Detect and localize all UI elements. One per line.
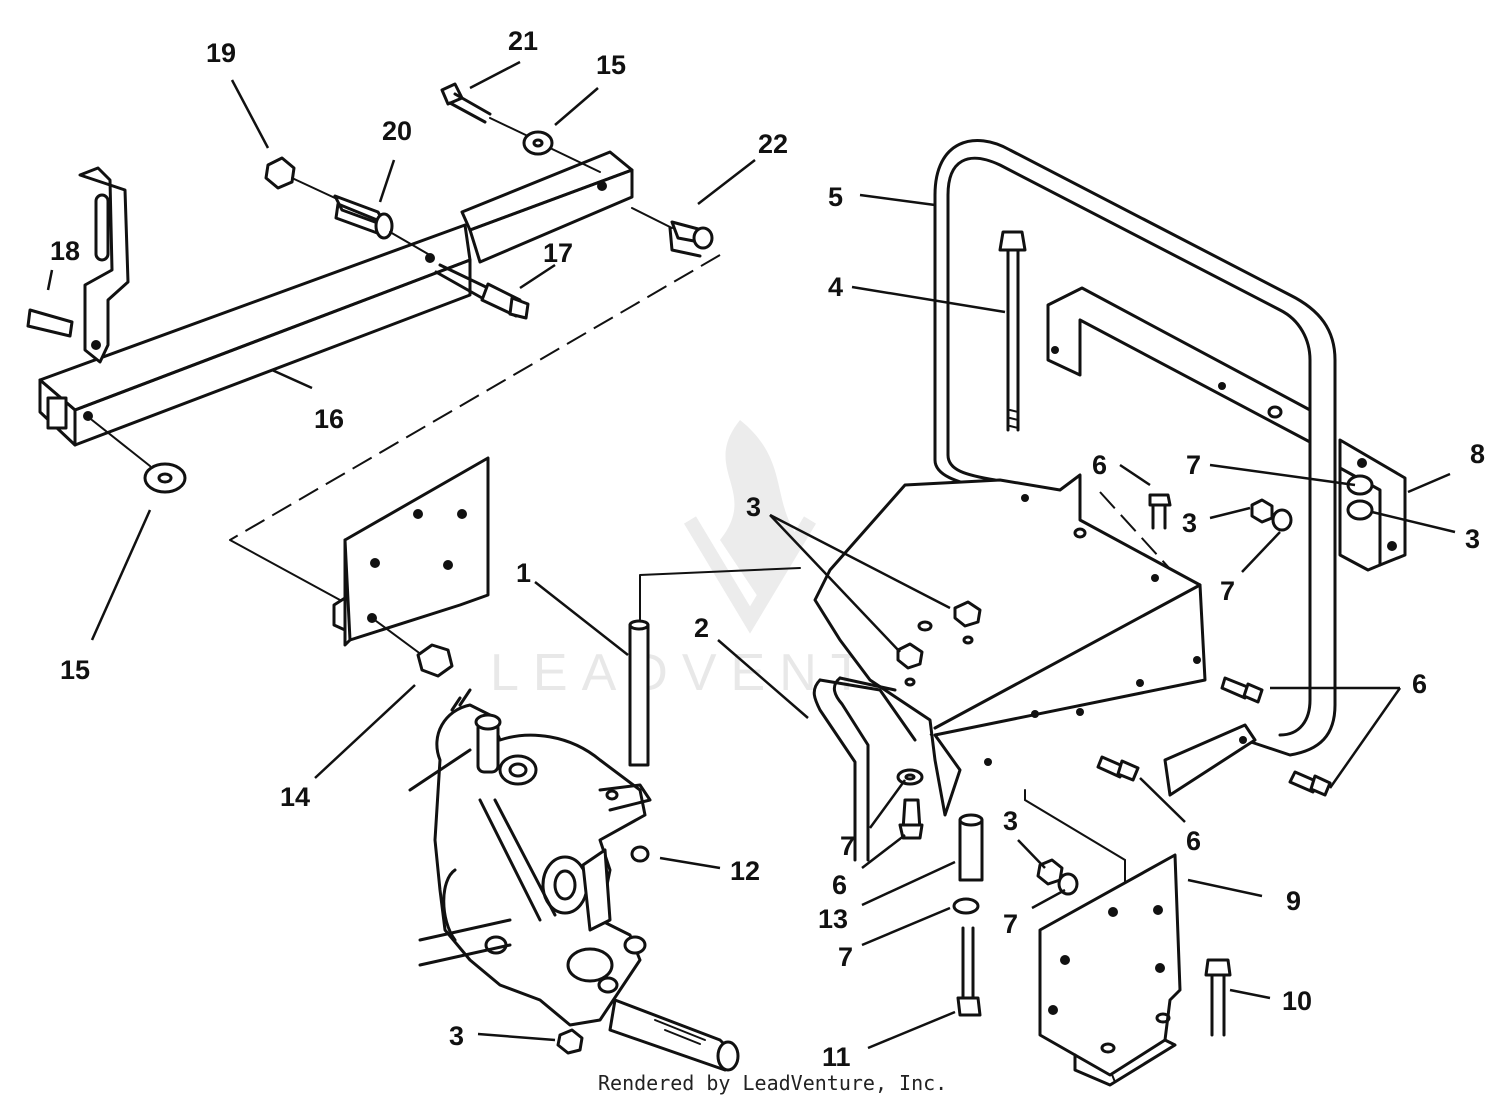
callout-3: 3: [1465, 524, 1480, 554]
callout-10: 10: [1282, 986, 1312, 1016]
callout-7: 7: [1186, 450, 1201, 480]
mount-plate-left: [332, 456, 490, 678]
callout-18: 18: [50, 236, 80, 266]
callout-6: 6: [1092, 450, 1107, 480]
callout-3: 3: [1182, 508, 1197, 538]
callout-3: 3: [746, 492, 761, 522]
callout-8: 8: [1470, 439, 1485, 469]
callout-21: 21: [508, 26, 538, 56]
callout-19: 19: [206, 38, 236, 68]
drawbar-assembly: [26, 82, 714, 494]
callout-7: 7: [840, 831, 855, 861]
callout-20: 20: [382, 116, 412, 146]
callout-15: 15: [596, 50, 626, 80]
callout-17: 17: [543, 238, 573, 268]
callouts: 1 2 3 3 3 3 3 4 5 6 6 6 6 7 7 7 7 7 8 9 …: [50, 26, 1485, 1072]
callout-5: 5: [828, 182, 843, 212]
mount-plate-right: [1038, 853, 1182, 1087]
callout-4: 4: [828, 272, 843, 302]
transaxle: [408, 688, 740, 1072]
callout-14: 14: [280, 782, 310, 812]
callout-3: 3: [449, 1021, 464, 1051]
callout-15: 15: [60, 655, 90, 685]
main-plate: [813, 473, 1207, 817]
callout-6: 6: [832, 870, 847, 900]
bumper-frame: [933, 139, 1407, 797]
footer-credit: Rendered by LeadVenture, Inc.: [598, 1071, 947, 1095]
leader-lines: [46, 60, 1456, 1050]
callout-1: 1: [516, 558, 531, 588]
callout-9: 9: [1286, 886, 1301, 916]
callout-3: 3: [1003, 806, 1018, 836]
callout-22: 22: [758, 129, 788, 159]
callout-7: 7: [1003, 909, 1018, 939]
callout-12: 12: [730, 856, 760, 886]
callout-16: 16: [314, 404, 344, 434]
callout-6: 6: [1412, 669, 1427, 699]
callout-7: 7: [1220, 576, 1235, 606]
callout-2: 2: [694, 613, 709, 643]
callout-13: 13: [818, 904, 848, 934]
callout-11: 11: [822, 1042, 851, 1072]
callout-6: 6: [1186, 826, 1201, 856]
callout-7: 7: [838, 942, 853, 972]
hardware: [628, 230, 1374, 1037]
